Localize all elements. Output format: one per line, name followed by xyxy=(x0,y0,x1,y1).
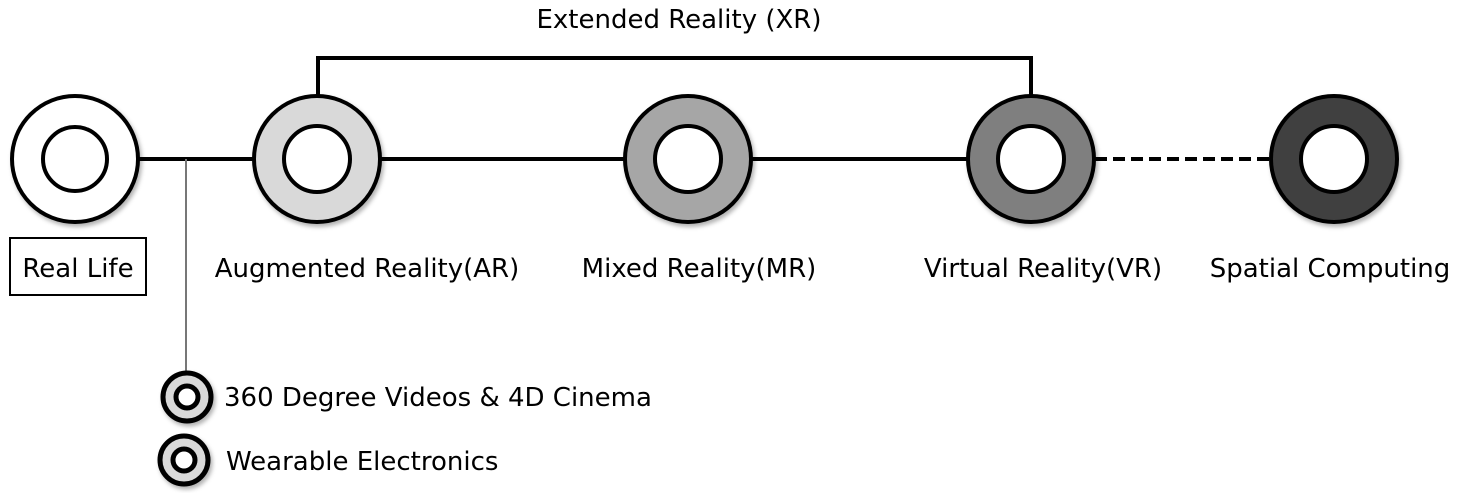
real-life-box xyxy=(9,237,147,296)
stage-augmented-reality xyxy=(252,94,382,224)
stage-label-mr: Mixed Reality(MR) xyxy=(582,254,817,284)
stage-label-spatial: Spatial Computing xyxy=(1210,254,1451,284)
xr-bracket xyxy=(316,56,1033,96)
stage-label-vr: Virtual Reality(VR) xyxy=(924,254,1162,284)
sub-item-360-video xyxy=(160,370,214,424)
stage-virtual-reality xyxy=(966,94,1096,224)
sub-item-label-360-video: 360 Degree Videos & 4D Cinema xyxy=(224,383,652,413)
stage-label-ar: Augmented Reality(AR) xyxy=(215,254,520,284)
sub-item-label-wearables: Wearable Electronics xyxy=(226,447,498,477)
stage-spatial-computing xyxy=(1269,94,1399,224)
xr-title: Extended Reality (XR) xyxy=(536,5,821,35)
stage-mixed-reality xyxy=(623,94,753,224)
stage-label-real-life: Real Life xyxy=(22,254,133,284)
sub-item-wearables xyxy=(157,433,211,487)
stage-real-life xyxy=(10,94,140,224)
